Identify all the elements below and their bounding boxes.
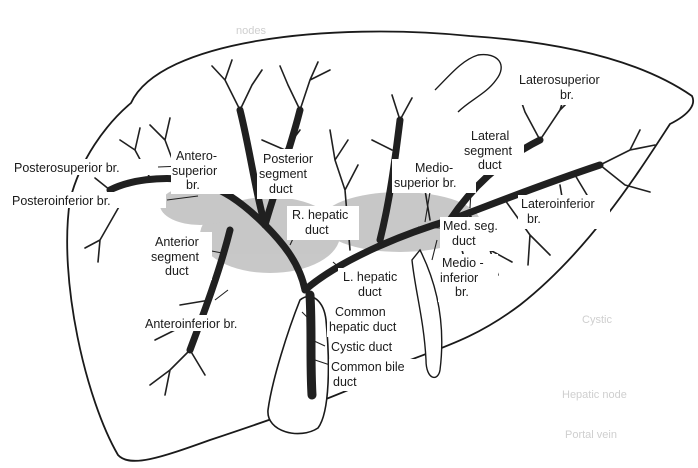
label-r-hepatic-1: R. hepatic bbox=[292, 208, 348, 222]
label-cystic-duct: Cystic duct bbox=[331, 340, 393, 354]
label-anterior-segment-1: Anterior bbox=[155, 235, 199, 249]
label-r-hepatic-2: duct bbox=[305, 223, 329, 237]
label-anteroinferior-br: Anteroinferior br. bbox=[145, 317, 237, 331]
label-med-seg-2: duct bbox=[452, 234, 476, 248]
label-l-hepatic-1: L. hepatic bbox=[343, 270, 397, 284]
label-l-hepatic-2: duct bbox=[358, 285, 382, 299]
label-lateroinferior-2: br. bbox=[527, 212, 541, 226]
ghost-text-1: nodes bbox=[236, 25, 266, 37]
label-anterosuperior-3: br. bbox=[186, 178, 200, 192]
label-lateral-segment-3: duct bbox=[478, 158, 502, 172]
ghost-text-2: Hepatic node bbox=[562, 389, 627, 401]
label-common-hepatic-1: Common bbox=[335, 305, 386, 319]
ghost-text-4: Cystic bbox=[582, 314, 612, 326]
label-medioinferior-2: inferior bbox=[440, 271, 478, 285]
label-posterosuperior-br: Posterosuperior br. bbox=[14, 161, 120, 175]
label-lateral-segment-1: Lateral bbox=[471, 129, 509, 143]
label-anterior-segment-2: segment bbox=[151, 250, 199, 264]
label-mediosuperior-1: Medio- bbox=[415, 161, 453, 175]
label-anterior-segment-3: duct bbox=[165, 264, 189, 278]
label-laterosuperior-2: br. bbox=[560, 88, 574, 102]
common-bile-duct-lumen bbox=[310, 295, 312, 395]
label-anterosuperior-2: superior bbox=[172, 164, 217, 178]
label-medioinferior-1: Medio - bbox=[442, 256, 484, 270]
label-medioinferior-3: br. bbox=[455, 285, 469, 299]
label-mediosuperior-2: superior br. bbox=[394, 176, 457, 190]
ghost-text-3: Portal vein bbox=[565, 429, 617, 441]
label-common-hepatic-2: hepatic duct bbox=[329, 320, 397, 334]
label-posterior-segment-3: duct bbox=[269, 182, 293, 196]
label-common-bile-2: duct bbox=[333, 375, 357, 389]
label-med-seg-1: Med. seg. bbox=[443, 219, 498, 233]
label-posterior-segment-1: Posterior bbox=[263, 152, 313, 166]
label-posterior-segment-2: segment bbox=[259, 167, 307, 181]
label-common-bile-1: Common bile bbox=[331, 360, 405, 374]
label-laterosuperior-1: Laterosuperior bbox=[519, 73, 600, 87]
label-lateroinferior-1: Lateroinferior bbox=[521, 197, 595, 211]
label-posteroinferior-br: Posteroinferior br. bbox=[12, 194, 111, 208]
label-anterosuperior-1: Antero- bbox=[176, 149, 217, 163]
label-lateral-segment-2: segment bbox=[464, 144, 512, 158]
